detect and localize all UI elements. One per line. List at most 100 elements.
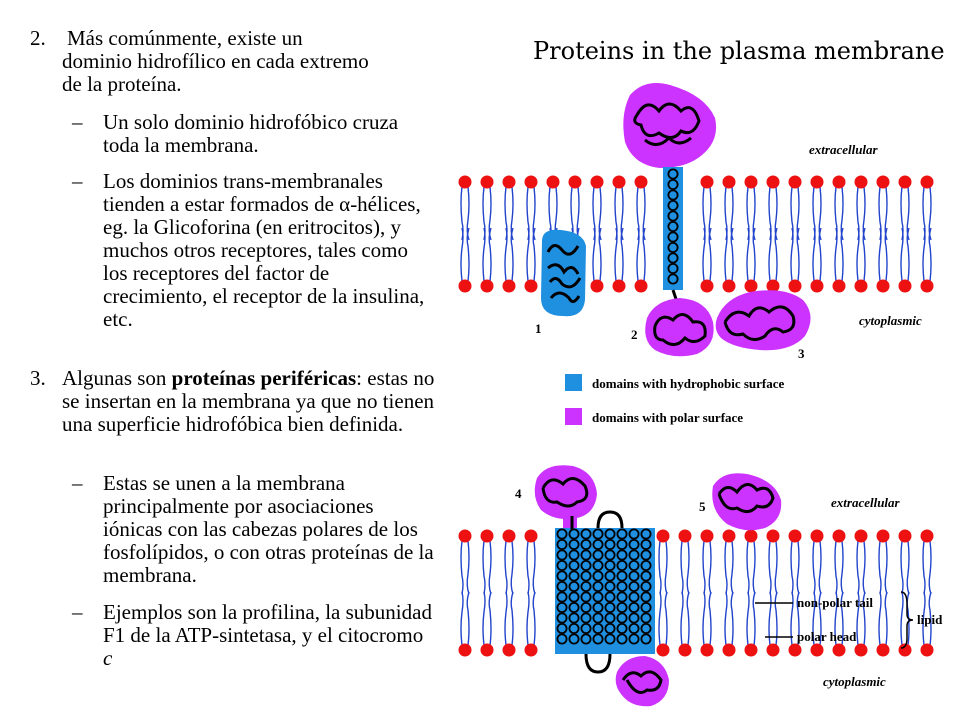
polar-head <box>788 529 802 543</box>
helix-bundle <box>556 528 652 645</box>
polar-head <box>656 529 670 543</box>
bullet-single-domain: – Un solo dominio hidrofóbico cruza toda… <box>72 111 434 157</box>
dash-marker: – <box>72 600 83 624</box>
polar-head <box>458 279 472 293</box>
polar-head <box>766 529 780 543</box>
polar-head <box>898 279 912 293</box>
lipid-label: lipid <box>917 612 943 627</box>
polar-head <box>458 643 472 657</box>
polar-head <box>700 279 714 293</box>
polar-head <box>656 643 670 657</box>
lipid-bilayer-bottom <box>458 529 934 657</box>
peripheral-proteins-term: proteínas periféricas <box>171 366 357 390</box>
polar-head <box>898 529 912 543</box>
polar-head <box>678 643 692 657</box>
polar-head <box>744 175 758 189</box>
cytoplasmic-label-bottom: cytoplasmic <box>823 674 886 689</box>
polar-head <box>898 175 912 189</box>
polar-head <box>810 643 824 657</box>
polar-head <box>744 279 758 293</box>
label-2: 2 <box>631 327 638 342</box>
polar-head <box>766 175 780 189</box>
bullet-text: Los dominios trans-membranales tienden a… <box>103 169 383 216</box>
cytoplasmic-label-top: cytoplasmic <box>859 313 922 328</box>
polar-head <box>480 643 494 657</box>
label-5: 5 <box>699 499 706 514</box>
polar-head <box>854 643 868 657</box>
polar-head <box>546 175 560 189</box>
polar-head <box>788 643 802 657</box>
polar-head <box>568 175 582 189</box>
polar-head <box>700 175 714 189</box>
point-number: 2. <box>30 26 46 50</box>
polar-head <box>480 279 494 293</box>
polar-head <box>854 529 868 543</box>
polar-head <box>898 643 912 657</box>
cytochrome-c: c <box>103 646 113 670</box>
polar-head <box>612 279 626 293</box>
polar-head <box>634 175 648 189</box>
polar-head <box>832 279 846 293</box>
dash-marker: – <box>72 169 83 193</box>
polar-head <box>524 643 538 657</box>
polar-head <box>634 279 648 293</box>
point-2-line-2: dominio hidrofílico en cada extremo <box>62 49 369 73</box>
figure-title: Proteins in the plasma membrane <box>533 37 945 65</box>
polar-head <box>722 175 736 189</box>
legend-hydrophobic: domains with hydrophobic surface <box>592 376 784 391</box>
polar-head <box>722 643 736 657</box>
point-2-line-1: Más comúnmente, existe un <box>67 26 303 50</box>
polar-head <box>788 175 802 189</box>
polar-head <box>590 279 604 293</box>
bullet-examples: – Ejemplos son la profilina, la subunida… <box>72 601 434 670</box>
point-3-text: Algunas son <box>62 366 172 390</box>
polar-head <box>678 529 692 543</box>
polar-head <box>502 279 516 293</box>
polar-head <box>480 529 494 543</box>
extracellular-label-bottom: extracellular <box>831 495 901 510</box>
polar-head <box>744 643 758 657</box>
polar-head <box>458 175 472 189</box>
polar-head <box>810 175 824 189</box>
polar-head <box>524 279 538 293</box>
extracellular-label-top: extracellular <box>809 142 879 157</box>
bullet-ionic-associations: – Estas se unen a la membrana principalm… <box>72 472 434 587</box>
polar-head <box>722 529 736 543</box>
polar-head <box>524 175 538 189</box>
lipid-bilayer-top <box>458 175 934 293</box>
membrane-figure: Proteins in the plasma membrane 1 2 3 ex… <box>458 37 945 707</box>
polar-head <box>832 175 846 189</box>
polar-head <box>524 529 538 543</box>
polar-head <box>810 279 824 293</box>
protein-3 <box>715 290 811 351</box>
polar-head <box>502 175 516 189</box>
polar-head <box>590 175 604 189</box>
protein-2 <box>623 82 717 357</box>
polar-head <box>920 175 934 189</box>
polar-head <box>788 279 802 293</box>
polar-head <box>832 643 846 657</box>
polar-head <box>876 279 890 293</box>
polar-head <box>612 175 626 189</box>
label-4: 4 <box>515 486 522 501</box>
point-3-text-rest: : estas no se insertan en la membrana ya… <box>62 366 435 436</box>
polar-head <box>920 643 934 657</box>
polar-head <box>722 279 736 293</box>
polar-head <box>832 529 846 543</box>
polar-head <box>502 643 516 657</box>
nonpolar-tail-label: non-polar tail <box>797 595 873 610</box>
label-3: 3 <box>798 346 805 361</box>
lipid-bracket <box>900 591 914 649</box>
protein-1 <box>541 229 586 317</box>
point-2-line-3: de la proteína. <box>62 72 182 96</box>
bullet-text: Un solo dominio hidrofóbico cruza toda l… <box>103 110 399 157</box>
polar-head <box>854 279 868 293</box>
polar-head <box>700 529 714 543</box>
polar-head <box>766 643 780 657</box>
point-number: 3. <box>30 366 46 390</box>
polar-head <box>920 529 934 543</box>
bullet-text: Ejemplos son la profilina, la subunidad … <box>103 600 432 647</box>
helix-2 <box>667 168 679 285</box>
legend-swatch-hydrophobic <box>565 374 582 391</box>
polar-head <box>854 175 868 189</box>
